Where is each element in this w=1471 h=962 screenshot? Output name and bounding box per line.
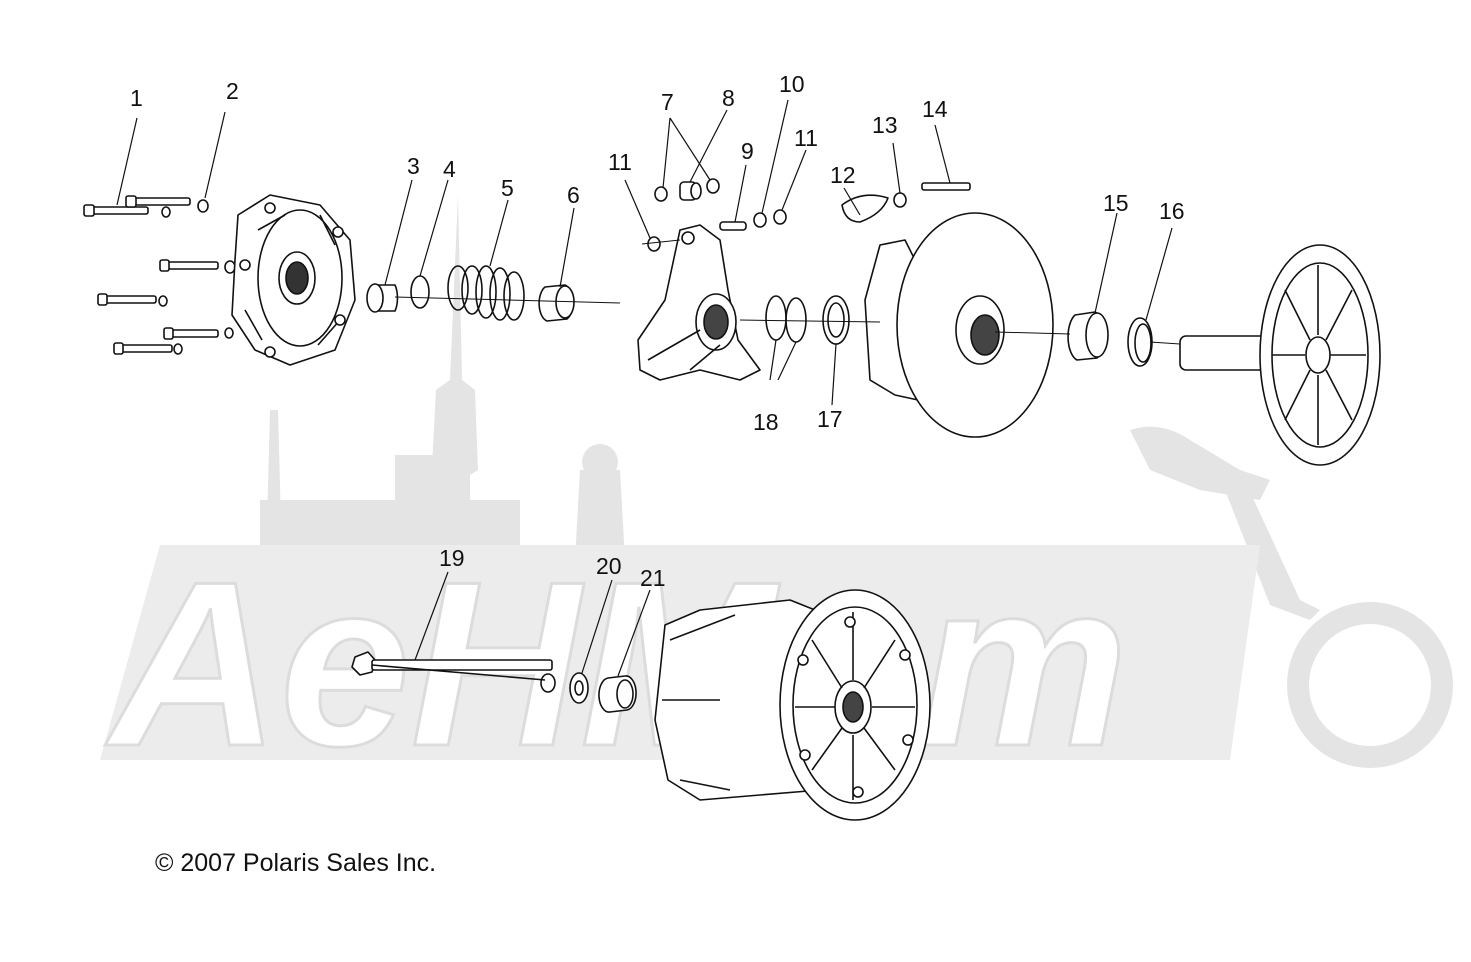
- bolt-14: [921, 182, 971, 191]
- callout-9: 9: [741, 138, 754, 164]
- callout-17: 17: [817, 406, 843, 432]
- clutch-cover: [231, 194, 356, 366]
- bushing-11b: [773, 209, 787, 225]
- callout-11a: 11: [608, 149, 632, 175]
- bushing-15: [1067, 311, 1109, 361]
- callout-5: 5: [501, 175, 514, 201]
- pin-9: [719, 221, 747, 231]
- callout-20: 20: [596, 553, 622, 579]
- bolt-19: [351, 651, 556, 693]
- spring-5: [447, 265, 525, 321]
- ring-18a: [765, 295, 787, 341]
- callout-11b: 11: [794, 125, 818, 151]
- spacer-21: [598, 675, 637, 713]
- sleeve-6: [538, 284, 575, 322]
- nut-13: [893, 192, 907, 208]
- callout-7: 7: [661, 89, 674, 115]
- callout-19: 19: [439, 545, 465, 571]
- callout-4: 4: [443, 156, 456, 182]
- washer-7b: [706, 178, 720, 194]
- callout-2: 2: [226, 78, 239, 104]
- bushing-11a: [647, 236, 661, 252]
- washers-2: [158, 199, 236, 355]
- watermark-text: AeHMom: [105, 532, 1128, 795]
- copyright-text: © 2007 Polaris Sales Inc.: [155, 849, 436, 877]
- callout-13: 13: [872, 112, 898, 138]
- callout-3: 3: [407, 153, 420, 179]
- callout-12: 12: [830, 162, 856, 188]
- fixed-sheave: [1179, 244, 1381, 466]
- weight-12: [841, 194, 889, 223]
- moveable-sheave: [864, 212, 1054, 438]
- ring-4: [410, 275, 430, 309]
- assembled-clutch: [654, 589, 931, 821]
- callout-8: 8: [722, 85, 735, 111]
- washer-20: [569, 672, 589, 704]
- callout-16: 16: [1159, 198, 1185, 224]
- callout-6: 6: [567, 182, 580, 208]
- bushing-3: [366, 283, 399, 313]
- callout-15: 15: [1103, 190, 1129, 216]
- seal-17: [822, 295, 850, 345]
- bolts-1: [83, 195, 219, 355]
- callout-numbers: 1 2 3 4 5 6 7 8 9 10 11 11 12 13 14 15 1…: [130, 71, 1185, 591]
- callout-14: 14: [922, 96, 948, 122]
- washer-10: [753, 212, 767, 228]
- bushing-16: [1127, 317, 1153, 367]
- ring-18b: [785, 297, 807, 343]
- callout-10: 10: [779, 71, 805, 97]
- centerlines: [394, 239, 1181, 345]
- callout-21: 21: [640, 565, 666, 591]
- leader-lines: [116, 99, 1173, 677]
- spider: [637, 224, 761, 381]
- callout-18: 18: [753, 409, 779, 435]
- callout-1: 1: [130, 85, 143, 111]
- washer-7a: [654, 186, 668, 202]
- bushing-8: [679, 181, 702, 201]
